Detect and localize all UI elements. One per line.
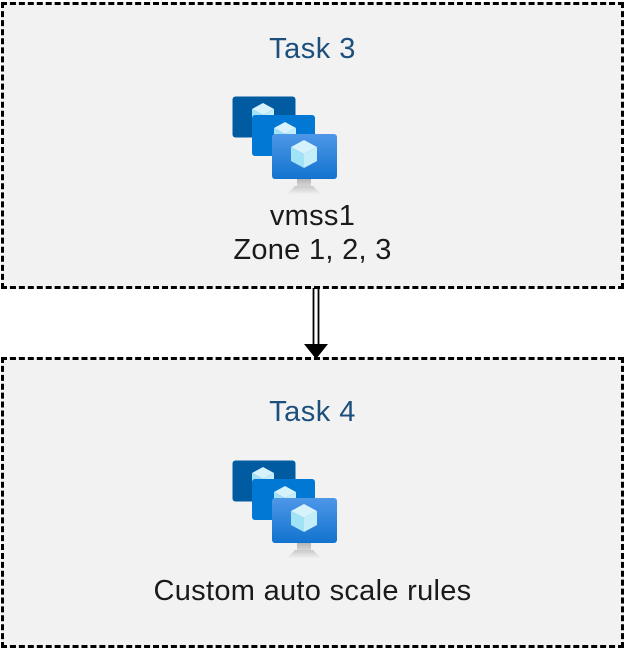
autoscale-caption: Custom auto scale rules [153, 575, 472, 607]
task4-box: Task 4 Custom auto scale rules [1, 357, 624, 648]
task4-title: Task 4 [269, 396, 356, 428]
task3-box: Task 3 vmss1 Zone 1, 2, 3 [1, 2, 624, 289]
down-arrow-icon [304, 288, 328, 359]
vmss-name: vmss1 [269, 200, 356, 232]
vmss-zones: Zone 1, 2, 3 [233, 234, 392, 266]
vm-scale-set-icon [232, 460, 337, 558]
vm-scale-set-icon [232, 96, 337, 194]
task3-title: Task 3 [269, 33, 356, 65]
task3-label: vmss1 Zone 1, 2, 3 [4, 199, 621, 267]
task4-label: Custom auto scale rules [4, 574, 621, 608]
